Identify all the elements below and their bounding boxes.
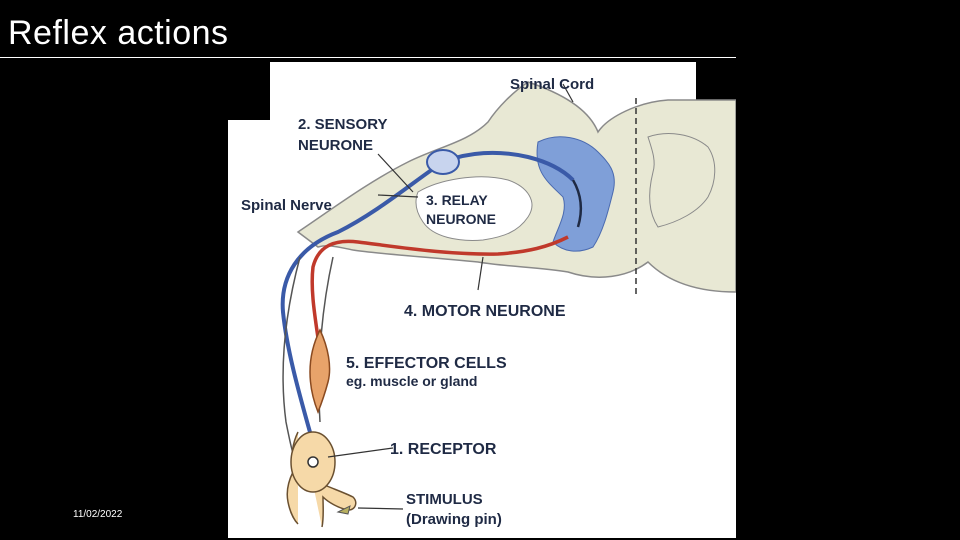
label-spinal-cord: Spinal Cord	[510, 76, 594, 93]
spinal-cord-grey-matter	[536, 136, 615, 252]
slide-date: 11/02/2022	[73, 509, 123, 520]
reflex-arc-diagram: Spinal Cord 2. SENSORY NEURONE Spinal Ne…	[228, 62, 736, 538]
label-relay-line1: 3. RELAY	[426, 192, 488, 208]
relay-neurone-path	[571, 179, 583, 228]
label-stimulus-line1: STIMULUS	[406, 491, 483, 508]
receptor-cell	[307, 456, 319, 468]
drawing-pin-icon	[336, 505, 351, 515]
slide-title: Reflex actions	[8, 14, 229, 52]
label-effector-line1: 5. EFFECTOR CELLS	[346, 355, 507, 372]
label-sensory-line2: NEURONE	[298, 137, 373, 154]
label-receptor: 1. RECEPTOR	[390, 441, 497, 458]
label-effector-line2: eg. muscle or gland	[346, 373, 477, 389]
pointer-stimulus	[357, 507, 404, 510]
dorsal-root-ganglion	[426, 149, 460, 175]
reflex-arc-svg: Spinal Cord 2. SENSORY NEURONE Spinal Ne…	[228, 62, 736, 538]
motor-neurone-path	[310, 235, 569, 353]
label-sensory-line1: 2. SENSORY	[298, 116, 387, 133]
label-relay-line2: NEURONE	[426, 211, 496, 227]
label-motor: 4. MOTOR NEURONE	[404, 303, 566, 320]
crop-notch-left	[228, 62, 270, 120]
title-rule	[0, 57, 736, 58]
pointer-receptor	[327, 447, 394, 458]
sensory-neurone-path	[280, 150, 575, 463]
spinal-cord-grey-matter-right	[647, 133, 716, 228]
effector-muscle	[309, 328, 331, 415]
label-stimulus-line2: (Drawing pin)	[406, 511, 502, 528]
pointer-motor	[477, 256, 484, 291]
pointer-sensory	[377, 153, 414, 193]
relay-gap	[415, 176, 533, 241]
label-spinal-nerve: Spinal Nerve	[241, 197, 332, 214]
pointer-spinal-cord	[562, 83, 574, 103]
pointer-spinal-nerve	[377, 194, 419, 198]
